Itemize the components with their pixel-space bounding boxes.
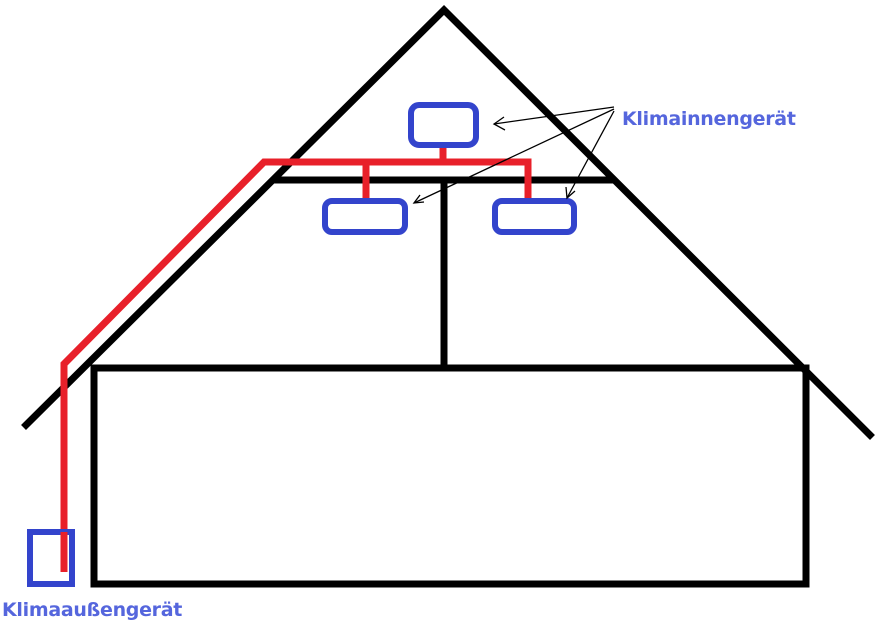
house-structure <box>21 5 875 588</box>
arrow-head-left-unit-icon <box>412 194 425 204</box>
ac-units <box>27 102 577 587</box>
indoor-unit-right <box>492 198 577 235</box>
arrow-head-right-unit-icon <box>565 186 576 200</box>
arrow-head-top-unit-icon <box>492 116 506 131</box>
annotation-arrows <box>412 106 615 204</box>
indoor-unit-left <box>322 198 408 235</box>
main-refrigerant-line <box>60 158 532 572</box>
outdoor-unit-label: Klimaaußengerät <box>2 599 183 621</box>
roof <box>21 5 875 440</box>
indoor-unit-top <box>408 102 479 148</box>
arrow-to-left-unit <box>413 108 615 204</box>
indoor-unit-label: Klimainnengerät <box>622 108 796 130</box>
arrow-to-right-unit <box>566 110 615 199</box>
arrow-to-top-unit <box>493 106 615 125</box>
ground-floor <box>90 364 810 588</box>
outdoor-unit <box>27 529 75 587</box>
refrigerant-lines <box>60 140 532 572</box>
